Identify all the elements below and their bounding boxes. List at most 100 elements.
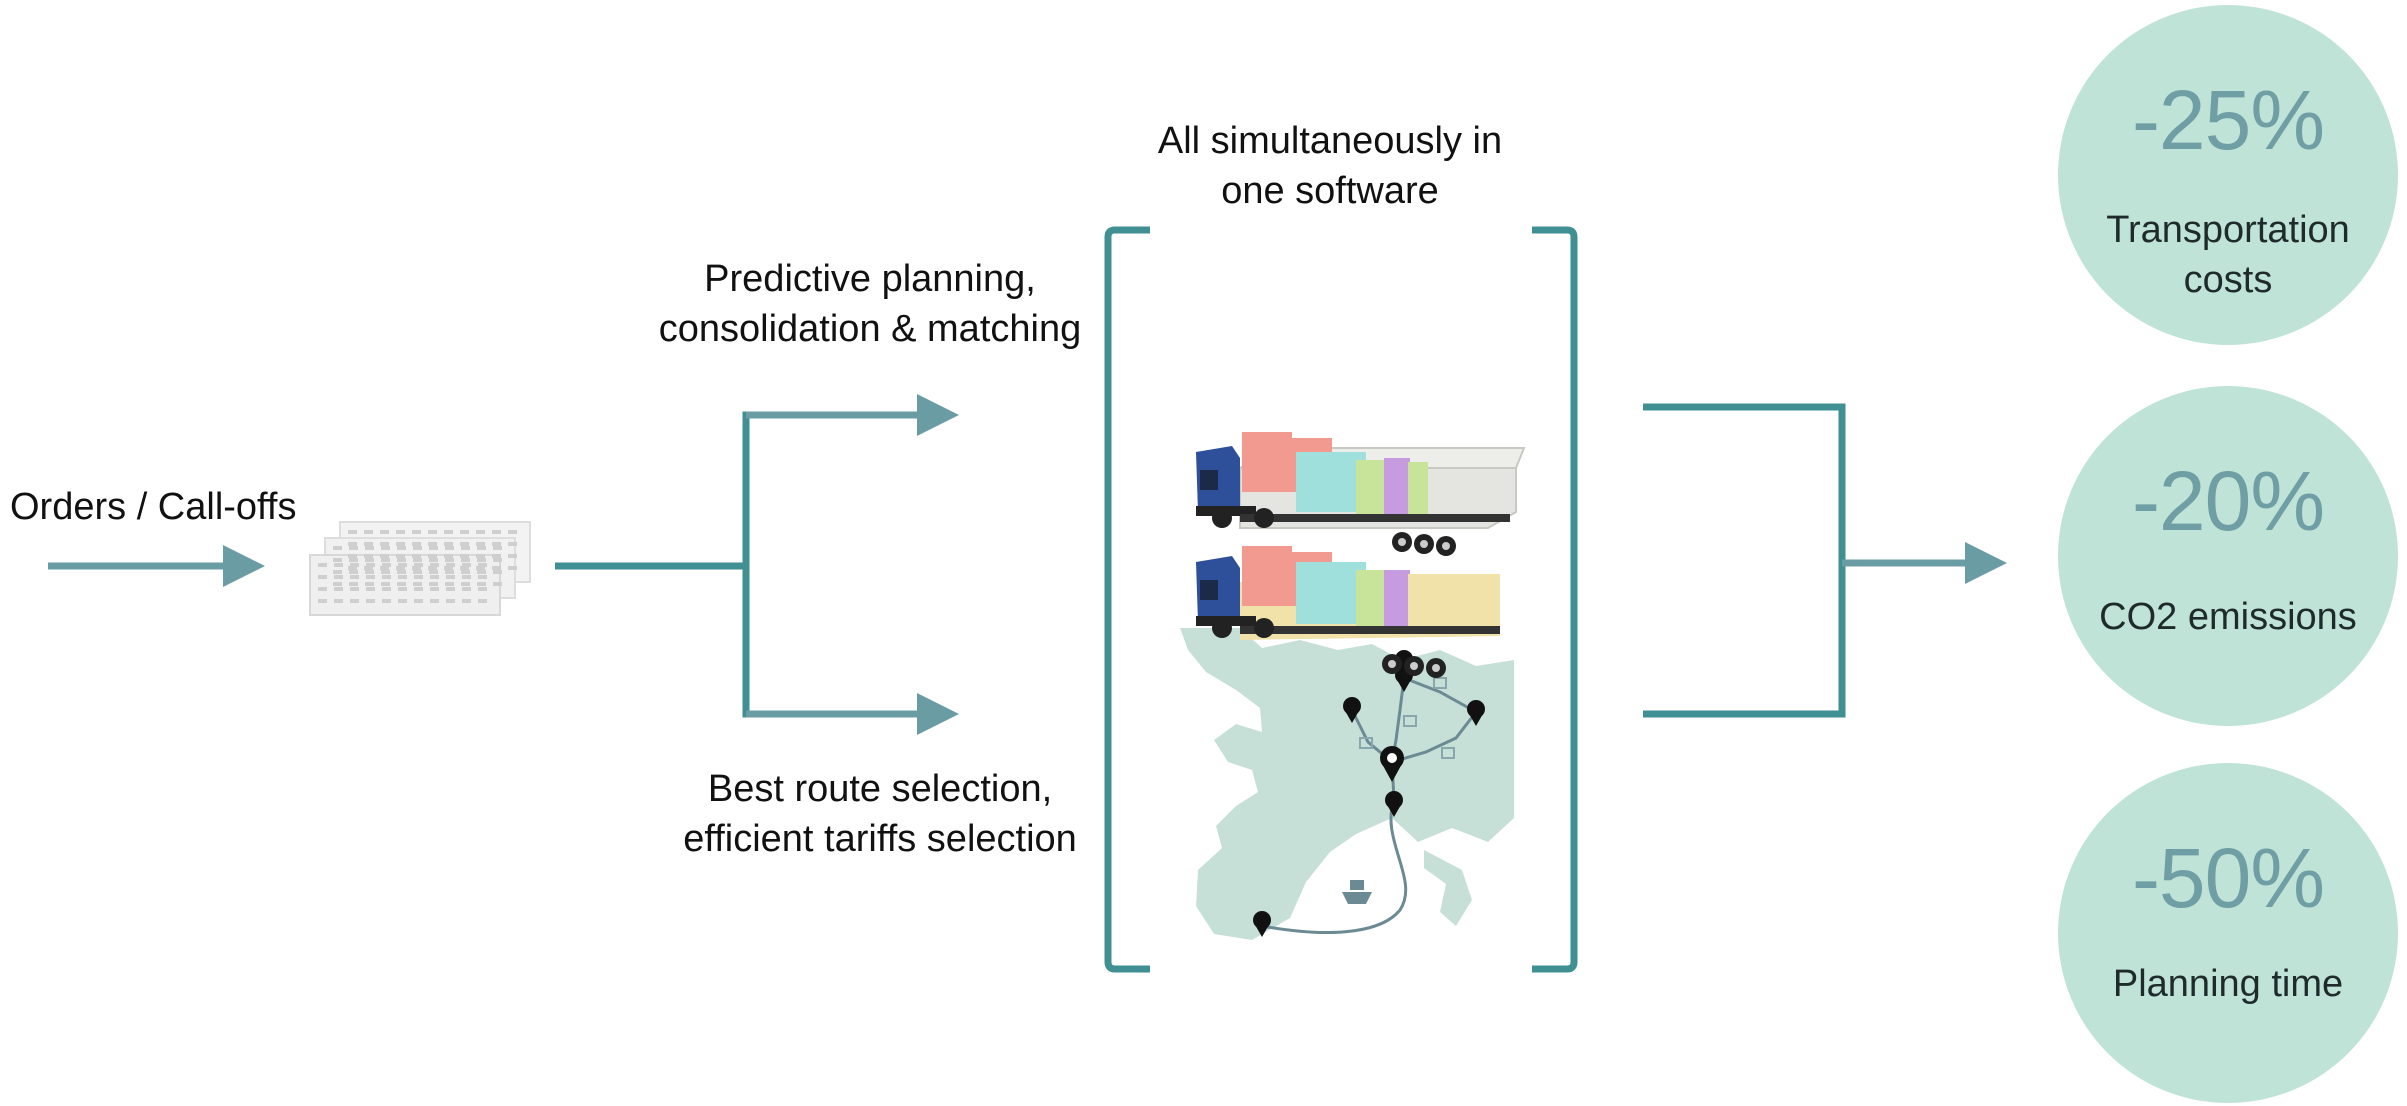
document-text-mark	[382, 599, 391, 603]
result-circle-planning-time: -50% Planning time	[2058, 763, 2398, 1103]
document-text-mark	[460, 566, 469, 570]
document-text-mark	[445, 570, 454, 574]
result-label-line1: CO2 emissions	[2099, 596, 2357, 638]
document-text-mark	[397, 570, 406, 574]
document-text-mark	[430, 587, 439, 591]
document-text-mark	[398, 575, 407, 579]
center-title: All simultaneously in one software	[1110, 116, 1550, 216]
document-text-mark	[476, 566, 485, 570]
document-text-mark	[318, 563, 327, 567]
document-text-mark	[412, 566, 421, 570]
input-label: Orders / Call-offs	[10, 486, 297, 528]
document-text-mark	[476, 542, 485, 546]
document-text-mark	[364, 530, 373, 534]
document-text-mark	[365, 558, 374, 562]
document-text-mark	[396, 530, 405, 534]
document-text-mark	[446, 599, 455, 603]
document-text-mark	[476, 554, 485, 558]
document-text-mark	[493, 546, 502, 550]
document-text-mark	[348, 554, 357, 558]
document-text-mark	[445, 546, 454, 550]
document-text-mark	[493, 570, 502, 574]
document-text-mark	[412, 554, 421, 558]
document-text-mark	[364, 542, 373, 546]
document-text-mark	[348, 542, 357, 546]
result-label-line1: Transportation	[2106, 209, 2350, 251]
result-value: -25%	[2131, 73, 2325, 167]
document-text-mark	[428, 542, 437, 546]
bottom-branch-label-line2: efficient tariffs selection	[683, 818, 1077, 860]
document-text-mark	[350, 575, 359, 579]
document-text-mark	[381, 558, 390, 562]
document-text-mark	[366, 563, 375, 567]
document-text-mark	[349, 570, 358, 574]
document-text-mark	[397, 558, 406, 562]
document-text-mark	[444, 542, 453, 546]
document-text-mark	[334, 563, 343, 567]
document-text-mark	[380, 554, 389, 558]
left-bracket	[1104, 226, 1150, 973]
document-text-mark	[462, 599, 471, 603]
result-value: -50%	[2131, 831, 2325, 925]
document-text-mark	[430, 599, 439, 603]
document-text-mark	[492, 566, 501, 570]
truck-2	[1196, 546, 1500, 678]
document-text-mark	[478, 575, 487, 579]
document-text-mark	[412, 542, 421, 546]
document-text-mark	[398, 587, 407, 591]
document-text-mark	[462, 575, 471, 579]
document-text-mark	[413, 558, 422, 562]
document-text-mark	[429, 558, 438, 562]
document-text-mark	[333, 558, 342, 562]
document-text-mark	[478, 587, 487, 591]
document-text-mark	[381, 582, 390, 586]
document-text-mark	[492, 530, 501, 534]
document-text-mark	[334, 575, 343, 579]
document-text-mark	[334, 599, 343, 603]
result-circle-co2: -20% CO2 emissions	[2058, 386, 2398, 726]
document-text-mark	[462, 563, 471, 567]
document-text-mark	[365, 582, 374, 586]
top-branch-label-line2: consolidation & matching	[658, 308, 1082, 350]
document-text-mark	[462, 587, 471, 591]
document-text-mark	[396, 542, 405, 546]
document-text-mark	[430, 563, 439, 567]
document-text-mark	[446, 563, 455, 567]
document-text-mark	[461, 582, 470, 586]
document-text-mark	[366, 575, 375, 579]
document-text-mark	[446, 575, 455, 579]
document-text-mark	[430, 575, 439, 579]
document-text-mark	[461, 546, 470, 550]
document-text-mark	[365, 570, 374, 574]
document-text-mark	[349, 558, 358, 562]
document-text-mark	[364, 554, 373, 558]
document-text-mark	[349, 582, 358, 586]
document-text-mark	[414, 587, 423, 591]
document-text-mark	[381, 546, 390, 550]
document-text-mark	[414, 575, 423, 579]
document-text-mark	[414, 599, 423, 603]
document-text-mark	[318, 587, 327, 591]
document-text-mark	[333, 582, 342, 586]
document-text-mark	[445, 582, 454, 586]
document-text-mark	[493, 582, 502, 586]
result-label-line2: costs	[2183, 259, 2273, 301]
document-text-mark	[478, 563, 487, 567]
document-text-mark	[444, 530, 453, 534]
document-text-mark	[429, 546, 438, 550]
top-branch-label: Predictive planning, consolidation & mat…	[640, 254, 1100, 354]
document-text-mark	[348, 530, 357, 534]
document-text-mark	[460, 530, 469, 534]
document-text-mark	[334, 587, 343, 591]
document-text-mark	[428, 566, 437, 570]
document-text-mark	[380, 542, 389, 546]
document-text-mark	[350, 563, 359, 567]
document-text-mark	[444, 566, 453, 570]
document-text-mark	[364, 566, 373, 570]
document-text-mark	[348, 566, 357, 570]
document-text-mark	[477, 570, 486, 574]
document-text-mark	[508, 566, 517, 570]
document-text-mark	[460, 542, 469, 546]
